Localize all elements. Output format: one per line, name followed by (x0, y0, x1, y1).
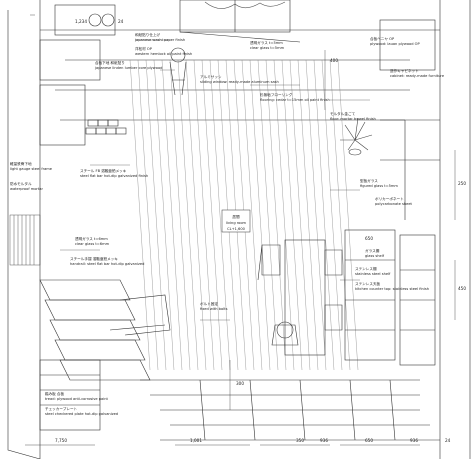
ceiling-height: CL+1,600 (227, 227, 246, 231)
person-top (169, 47, 187, 96)
annotation-8-ja: スチール手摺 溶融亜鉛メッキ (70, 256, 118, 261)
outer-wall-left (7, 0, 41, 459)
dim-12: 936 (410, 438, 418, 443)
right-cabinet-lines (400, 269, 435, 331)
person-seated (271, 321, 299, 346)
annotation-12-ja: 型板ガラス (360, 178, 378, 183)
annotation-4-en: clear glass t=5mm (250, 46, 285, 50)
annotation-19-ja: 踏み板 合板 (45, 391, 65, 396)
annotation-8-en: handrail: steel flat bar hot-dip galvani… (70, 262, 144, 266)
annotation-11-en: kitchen counter top: stainless steel fin… (355, 287, 429, 291)
handrail (119, 294, 171, 336)
bowl-2 (101, 13, 115, 27)
annotation-3-en: sliding window: ready-made aluminum sash (200, 80, 279, 84)
left-storage-2 (39, 84, 86, 146)
annotation-9-ja: 合板ベニヤ OP (370, 36, 395, 41)
annotation-16-ja: ステンレス棚 (355, 266, 377, 271)
leader-lines (60, 39, 370, 321)
right-upper-box (379, 19, 436, 71)
dim-0: 1,234 (75, 19, 87, 24)
annotation-4-ja: 透明ガラス t=5mm (250, 40, 283, 45)
annotation-1-ja: 洋松材 OP (135, 46, 153, 51)
annotation-11-ja: ステンレス天板 (355, 281, 381, 286)
chair-3 (324, 304, 343, 331)
stair-rail-2 (109, 324, 166, 331)
annotation-6-en: steel flat bar hot-dip galvanized finish (80, 174, 148, 178)
dim-6: 650 (365, 236, 373, 241)
dim-2: 400 (330, 58, 338, 63)
room-label-box (221, 209, 251, 233)
dim-10: 936 (320, 438, 328, 443)
dim-8: 1,001 (190, 438, 202, 443)
annotation-21-en: fixed with bolts (200, 307, 228, 311)
annotation-3-ja: アルミサッシ (200, 74, 222, 79)
annotation-7-ja: 透明ガラス t=6mm (75, 236, 108, 241)
annotation-6-ja: スチール FB 溶融亜鉛メッキ (80, 168, 127, 173)
annotation-19-en: tread: plywood anti-corrosive paint (45, 397, 109, 401)
dining-table (284, 239, 326, 356)
room-label-ja: 居間 (232, 214, 240, 219)
annotations: 和紙貼り仕上げ japanese washi paper finish 洋松材 … (10, 32, 445, 416)
dim-11: 650 (365, 438, 373, 443)
annotation-20-en: steel checkered plate hot-dip galvanized (45, 412, 118, 416)
stacked-dishes (85, 119, 127, 135)
annotation-10-en: floor: mortar trowel finish (330, 117, 376, 121)
perspective-frame (40, 29, 440, 121)
annotation-18-en: waterproof mortar (10, 187, 44, 191)
dim-3: 250 (458, 181, 466, 186)
chair-1 (257, 244, 281, 281)
annotation-17-en: light gauge steel frame (10, 167, 53, 171)
annotation-14-ja: 造作キャビネット (390, 68, 419, 73)
annotation-18-ja: 防水モルタル (10, 181, 32, 186)
chair-2 (324, 249, 343, 276)
annotation-12-en: figured glass t=5mm (360, 184, 398, 188)
dimension-lines (25, 14, 456, 446)
annotation-9-en: plywood: lauan plywood OP (370, 42, 420, 46)
annotation-0-en: japanese washi paper finish (134, 38, 185, 42)
annotation-1-en: western hemlock oil paint finish (135, 52, 192, 56)
annotation-13-ja: ポリカーボネート (375, 196, 404, 201)
annotation-20-ja: チェッカープレート (45, 406, 78, 411)
annotation-2-ja: 合板下地 和紙貼り (95, 60, 125, 65)
annotation-10-ja: モルタル金ごて (330, 111, 356, 116)
potted-plant (340, 117, 373, 156)
bowl-1 (88, 13, 102, 27)
annotation-14-en: cabinet: ready-made furniture (390, 74, 445, 78)
upper-left-cabinet (54, 4, 116, 36)
annotation-21-ja: ボルト固定 (200, 301, 218, 306)
annotation-15-ja: ガラス棚 (365, 248, 380, 253)
window-sash (179, 0, 301, 43)
annotation-5-ja: 杉無垢フローリング (260, 92, 293, 97)
annotation-17-ja: 軽量鉄骨下地 (10, 161, 32, 166)
annotation-0-ja: 和紙貼り仕上げ (135, 32, 161, 37)
dim-7: 7,750 (55, 438, 67, 443)
right-wall-lines (380, 119, 440, 220)
annotation-16-en: stainless steel shelf (355, 272, 391, 276)
room-label-en: living room (226, 221, 247, 225)
bottom-beams (140, 379, 440, 441)
dim-13: 24 (445, 438, 451, 443)
outer-wall-right (439, 0, 471, 459)
tree-top (204, 1, 286, 9)
annotation-5-en: flooring: cedar t=15mm oil paint finish (260, 98, 330, 102)
annotation-7-en: clear glass t=6mm (75, 242, 110, 246)
dim-1: 24 (118, 19, 124, 24)
dim-9: 350 (296, 438, 304, 443)
dim-4: 450 (458, 286, 466, 291)
annotation-2-en: japanese linden lumber core plywood (94, 66, 162, 70)
annotation-15-en: glass shelf (365, 254, 385, 258)
right-shelf-lines (345, 259, 395, 331)
dim-5: 300 (236, 381, 244, 386)
annotation-13-en: polycarbonate sheet (375, 202, 413, 206)
right-shelf (344, 229, 396, 361)
left-wall-panel (9, 214, 41, 266)
left-storage (39, 39, 101, 81)
